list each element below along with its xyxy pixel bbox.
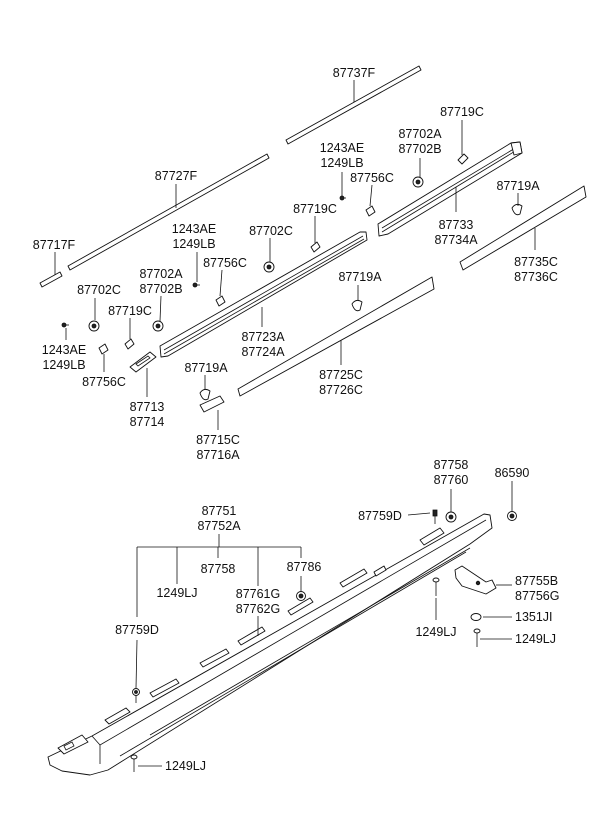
moulding-87723A bbox=[159, 231, 368, 358]
label-87727F: 87727F bbox=[155, 169, 198, 183]
label-87702B-left: 87702B bbox=[139, 282, 182, 296]
clip-87702C-2 bbox=[88, 320, 100, 332]
label-87726C: 87726C bbox=[319, 383, 363, 397]
side-sill-panel bbox=[47, 513, 493, 776]
label-87737F: 87737F bbox=[333, 66, 376, 80]
label-87714: 87714 bbox=[130, 415, 165, 429]
clip-87702A-left bbox=[152, 320, 164, 332]
label-1249LB-1: 1249LB bbox=[320, 156, 363, 170]
label-87719A-2: 87719A bbox=[338, 270, 382, 284]
clip-87719A-3 bbox=[199, 388, 211, 401]
label-87736C: 87736C bbox=[514, 270, 558, 284]
label-87758-top: 87758 bbox=[434, 458, 469, 472]
label-87719C-3: 87719C bbox=[108, 304, 152, 318]
label-87719A-1: 87719A bbox=[496, 179, 540, 193]
label-87759D-left: 87759D bbox=[115, 623, 159, 637]
label-87735C: 87735C bbox=[514, 255, 558, 269]
label-87702C-1: 87702C bbox=[249, 224, 293, 238]
label-87756C-1: 87756C bbox=[350, 171, 394, 185]
clip-87719C-3 bbox=[124, 338, 135, 350]
screw-1243AE-1 bbox=[339, 195, 346, 201]
moulding-87733 bbox=[377, 141, 523, 237]
bracket-87755B bbox=[454, 565, 497, 595]
clip-87719C-top bbox=[457, 153, 469, 165]
lower-leaders bbox=[135, 481, 513, 767]
label-1249LJ-b: 1249LJ bbox=[415, 625, 456, 639]
label-87759D-top: 87759D bbox=[358, 509, 402, 523]
label-87724A: 87724A bbox=[241, 345, 285, 359]
strip-87717F bbox=[39, 271, 63, 288]
label-86590: 86590 bbox=[495, 466, 530, 480]
label-1351JI: 1351JI bbox=[515, 610, 553, 624]
strip-87725C bbox=[237, 276, 435, 397]
label-87713: 87713 bbox=[130, 400, 165, 414]
strip-87737F bbox=[285, 65, 422, 145]
label-1249LJ-c: 1249LJ bbox=[515, 632, 556, 646]
label-87758-mid: 87758 bbox=[201, 562, 236, 576]
label-87756G: 87756G bbox=[515, 589, 559, 603]
clip-87756C-3 bbox=[98, 343, 109, 355]
label-87751: 87751 bbox=[202, 504, 237, 518]
label-87702A-right: 87702A bbox=[398, 127, 442, 141]
clip-87758-top bbox=[445, 511, 457, 523]
label-1249LJ-a: 1249LJ bbox=[156, 586, 197, 600]
label-87734A: 87734A bbox=[434, 233, 478, 247]
label-87756C-3: 87756C bbox=[82, 375, 126, 389]
label-87755B: 87755B bbox=[515, 574, 558, 588]
part-labels: 87737F 87727F 87717F 87719C 87702A 87702… bbox=[33, 66, 560, 773]
label-87719A-3: 87719A bbox=[184, 361, 228, 375]
clip-87702A-right bbox=[412, 176, 424, 188]
clip-87719A-1 bbox=[511, 203, 523, 216]
cap-87715C bbox=[199, 395, 225, 413]
screw-86590 bbox=[507, 511, 517, 521]
label-87786: 87786 bbox=[287, 560, 322, 574]
label-87733: 87733 bbox=[439, 218, 474, 232]
clip-87713 bbox=[129, 351, 157, 373]
label-1249LJ-d: 1249LJ bbox=[165, 759, 206, 773]
label-1243AE-3: 1243AE bbox=[42, 343, 86, 357]
screw-1243AE-2 bbox=[192, 282, 200, 288]
label-1249LB-3: 1249LB bbox=[42, 358, 85, 372]
screw-87759D-left bbox=[132, 688, 140, 703]
upper-leaders bbox=[54, 80, 536, 430]
clip-87756C-1 bbox=[365, 205, 376, 217]
label-87715C: 87715C bbox=[196, 433, 240, 447]
label-1249LB-2: 1249LB bbox=[172, 237, 215, 251]
bolt-1249LJ-mid bbox=[432, 577, 440, 596]
clip-87756C-2 bbox=[215, 295, 226, 307]
label-87723A: 87723A bbox=[241, 330, 285, 344]
screw-1243AE-3 bbox=[61, 322, 69, 328]
label-87716A: 87716A bbox=[196, 448, 240, 462]
label-87702C-2: 87702C bbox=[77, 283, 121, 297]
clip-87719C-2 bbox=[310, 241, 321, 253]
label-87702B-right: 87702B bbox=[398, 142, 441, 156]
label-87756C-2: 87756C bbox=[203, 256, 247, 270]
label-87725C: 87725C bbox=[319, 368, 363, 382]
clip-87719A-2 bbox=[351, 299, 363, 312]
label-87752A: 87752A bbox=[197, 519, 241, 533]
label-87717F: 87717F bbox=[33, 238, 76, 252]
label-87702A-left: 87702A bbox=[139, 267, 183, 281]
label-1243AE-1: 1243AE bbox=[320, 141, 364, 155]
clip-87786 bbox=[296, 591, 306, 601]
bolt-1249LJ-bottom bbox=[130, 754, 138, 772]
label-87719C-top: 87719C bbox=[440, 105, 484, 119]
label-87762G: 87762G bbox=[236, 602, 280, 616]
label-87719C-2: 87719C bbox=[293, 202, 337, 216]
label-87761G: 87761G bbox=[236, 587, 280, 601]
label-1243AE-2: 1243AE bbox=[172, 222, 216, 236]
washer-1351JI bbox=[470, 613, 482, 621]
screw-87759D-top bbox=[432, 509, 438, 524]
strip-87727F bbox=[67, 153, 270, 271]
label-87760: 87760 bbox=[434, 473, 469, 487]
clip-87702C-1 bbox=[263, 261, 275, 273]
bolt-1249LJ-right bbox=[473, 628, 481, 647]
strip-87735C bbox=[459, 185, 587, 271]
